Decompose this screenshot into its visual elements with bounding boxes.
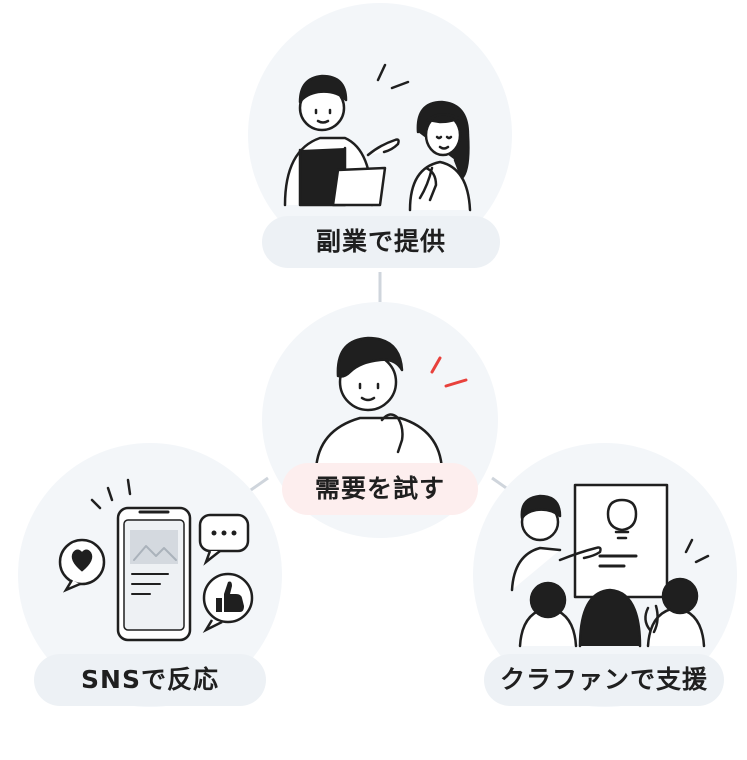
connector-center-left [247, 476, 269, 494]
thumbs-up-bubble-icon [202, 572, 254, 634]
idea-presentation-illustration [510, 483, 710, 648]
chat-bubble-icon [198, 513, 250, 566]
node-left-label: SNSで反応 [34, 654, 266, 706]
node-right-label: クラファンで支援 [484, 654, 724, 706]
heart-bubble-icon [58, 538, 106, 593]
idea-spark-icon [430, 356, 468, 388]
smartphone-sns-illustration [90, 478, 192, 642]
thinking-person-illustration [314, 336, 444, 472]
node-top-label: 副業で提供 [262, 216, 500, 268]
node-center-label: 需要を試す [282, 463, 478, 515]
presenter-and-listener-illustration [283, 63, 472, 212]
